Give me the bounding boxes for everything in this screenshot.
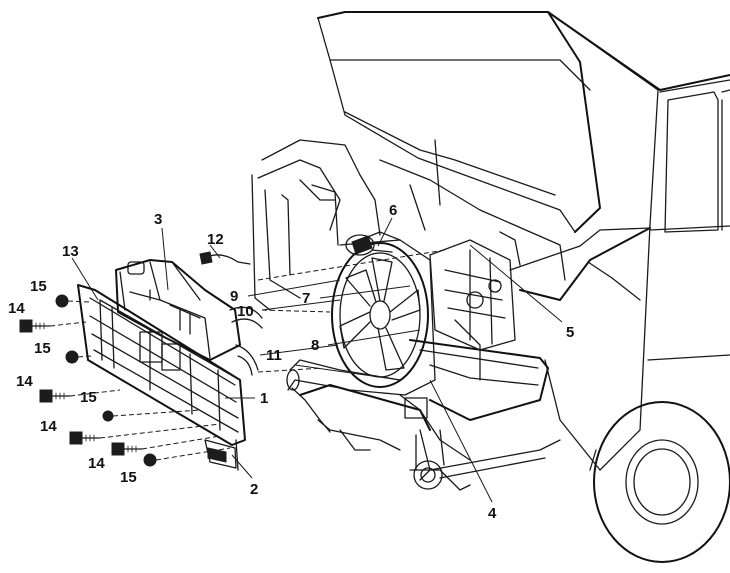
callout-4: 4 (488, 505, 497, 522)
callout-5: 5 (566, 324, 574, 341)
callout-1: 1 (260, 390, 268, 407)
truck-body-drawing (251, 11, 730, 563)
coolant-reservoir-drawing (115, 251, 263, 376)
callout-10: 10 (237, 303, 254, 320)
callout-3: 3 (154, 211, 162, 228)
callout-labels: 1 2 3 4 5 6 7 8 9 10 11 12 13 14 14 14 1… (8, 202, 574, 522)
callout-6: 6 (389, 202, 397, 219)
cooling-fan-assembly (331, 231, 436, 396)
callout-12: 12 (207, 231, 224, 248)
callout-15-bottom: 15 (120, 469, 137, 486)
callout-9: 9 (230, 288, 238, 305)
radiator-support-drawing (77, 284, 246, 471)
callout-15-mid: 15 (34, 340, 51, 357)
callout-14-upper: 14 (8, 300, 25, 317)
fasteners (19, 294, 231, 467)
callout-14-lower: 14 (40, 418, 57, 435)
callout-leaders (71, 217, 563, 503)
callout-7: 7 (302, 290, 310, 307)
callout-14-mid: 14 (16, 373, 33, 390)
callout-11: 11 (266, 347, 282, 364)
callout-14-bottom: 14 (88, 455, 105, 472)
callout-2: 2 (250, 481, 258, 498)
callout-15-lower: 15 (80, 389, 97, 406)
callout-13: 13 (62, 243, 79, 260)
callout-8: 8 (311, 337, 319, 354)
callout-15-upper: 15 (30, 278, 47, 295)
